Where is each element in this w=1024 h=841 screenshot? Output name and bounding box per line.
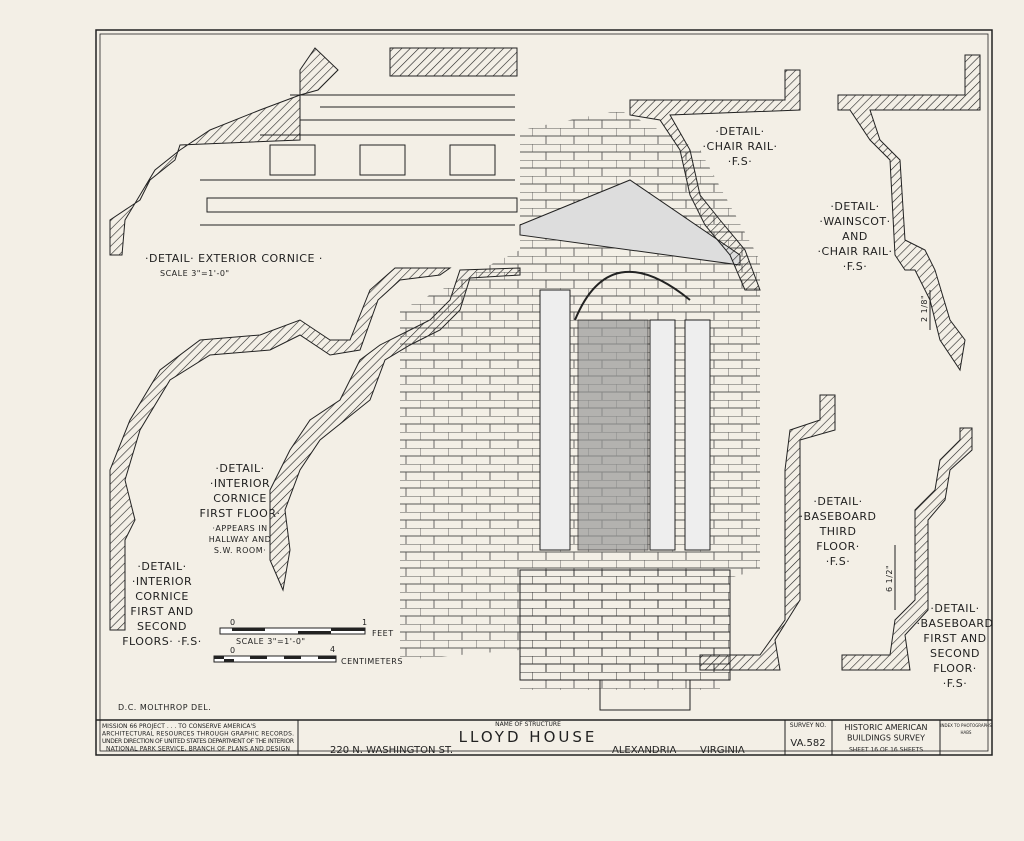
wainscot-dimension: 2 1/8" bbox=[920, 295, 929, 322]
svg-text:FIRST AND: FIRST AND bbox=[130, 605, 193, 618]
svg-text:·BASEBOARD: ·BASEBOARD bbox=[800, 510, 877, 523]
cm-label: CENTIMETERS bbox=[341, 657, 403, 666]
state: VIRGINIA bbox=[700, 745, 745, 756]
wainscot-label: ·DETAIL· ·WAINSCOT· AND ·CHAIR RAIL· ·F.… bbox=[818, 200, 893, 273]
delineator: D.C. MOLTHROP DEL. bbox=[118, 703, 211, 712]
survey-number: VA.582 bbox=[790, 738, 825, 749]
habs-line-2: BUILDINGS SURVEY bbox=[847, 734, 925, 743]
svg-text:·F.S·: ·F.S· bbox=[826, 555, 851, 568]
svg-text:UNDER DIRECTION OF UNITED STAT: UNDER DIRECTION OF UNITED STATES DEPARTM… bbox=[102, 738, 294, 745]
cm-end: 4 bbox=[330, 645, 336, 654]
svg-text:·DETAIL·: ·DETAIL· bbox=[830, 200, 879, 213]
interior-cornice-first-second-detail bbox=[109, 267, 452, 631]
svg-text:·F.S·: ·F.S· bbox=[843, 260, 868, 273]
wainscot-chair-rail-detail bbox=[837, 54, 981, 372]
feet-start: 0 bbox=[230, 618, 236, 627]
copy-note-2: HABS bbox=[961, 730, 972, 735]
svg-text:·DETAIL·: ·DETAIL· bbox=[137, 560, 186, 573]
svg-text:·CHAIR RAIL·: ·CHAIR RAIL· bbox=[818, 245, 893, 258]
survey-caption: SURVEY NO. bbox=[790, 722, 826, 729]
sheet-inner-border bbox=[99, 33, 989, 752]
chair-rail-label: ·DETAIL· ·CHAIR RAIL· ·F.S· bbox=[703, 125, 778, 168]
title-block: MISSION 66 PROJECT . . . TO CONSERVE AME… bbox=[96, 719, 992, 756]
chair-rail-detail bbox=[629, 69, 801, 291]
svg-text:·F.S·: ·F.S· bbox=[943, 677, 968, 690]
svg-text:·BASEBOARD: ·BASEBOARD bbox=[917, 617, 994, 630]
doorway-sketch bbox=[400, 110, 760, 711]
sheet-border bbox=[95, 29, 993, 756]
svg-text:FLOORS· ·F.S·: FLOORS· ·F.S· bbox=[122, 635, 202, 648]
street-address: 220 N. WASHINGTON ST. bbox=[330, 745, 453, 756]
svg-text:FLOOR·: FLOOR· bbox=[816, 540, 860, 553]
svg-text:·INTERIOR: ·INTERIOR bbox=[210, 477, 270, 490]
svg-text:FIRST FLOOR·: FIRST FLOOR· bbox=[200, 507, 281, 520]
svg-text:·APPEARS IN: ·APPEARS IN bbox=[212, 524, 267, 533]
interior-cornice-first-second-label: ·DETAIL· ·INTERIOR CORNICE FIRST AND SEC… bbox=[122, 560, 202, 648]
centimeter-scale-bar: 0 4 CENTIMETERS bbox=[213, 645, 403, 666]
svg-text:NATIONAL PARK SERVICE, BRANCH: NATIONAL PARK SERVICE, BRANCH OF PLANS A… bbox=[106, 746, 290, 753]
feet-end: 1 bbox=[362, 618, 368, 627]
copy-note-1: INDEX TO PHOTOGRAPHS bbox=[940, 723, 992, 728]
feet-label: FEET bbox=[372, 629, 394, 638]
svg-text:FLOOR·: FLOOR· bbox=[933, 662, 977, 675]
baseboard-first-second-label: ·DETAIL· ·BASEBOARD FIRST AND SECOND FLO… bbox=[917, 602, 994, 690]
svg-text:SECOND: SECOND bbox=[137, 620, 187, 633]
svg-text:·CHAIR RAIL·: ·CHAIR RAIL· bbox=[703, 140, 778, 153]
svg-text:·WAINSCOT·: ·WAINSCOT· bbox=[819, 215, 890, 228]
svg-text:·DETAIL·: ·DETAIL· bbox=[715, 125, 764, 138]
svg-text:HALLWAY AND: HALLWAY AND bbox=[209, 535, 272, 544]
habs-line-1: HISTORIC AMERICAN bbox=[844, 723, 927, 732]
structure-name: LLOYD HOUSE bbox=[459, 728, 598, 746]
baseboard-dimension: 6 1/2" bbox=[885, 565, 894, 592]
svg-text:·INTERIOR: ·INTERIOR bbox=[132, 575, 192, 588]
svg-text:·F.S·: ·F.S· bbox=[728, 155, 753, 168]
svg-text:SECOND: SECOND bbox=[930, 647, 980, 660]
svg-text:CORNICE: CORNICE bbox=[213, 492, 267, 505]
svg-text:FIRST AND: FIRST AND bbox=[923, 632, 986, 645]
exterior-cornice-title: ·DETAIL· EXTERIOR CORNICE · bbox=[145, 252, 323, 265]
baseboard-third-detail bbox=[699, 394, 836, 671]
feet-scale: SCALE 3"=1'-0" bbox=[236, 637, 306, 646]
svg-text:CORNICE: CORNICE bbox=[135, 590, 189, 603]
svg-text:ARCHITECTURAL RESOURCES THROUG: ARCHITECTURAL RESOURCES THROUGH GRAPHIC … bbox=[102, 731, 294, 738]
baseboard-third-label: ·DETAIL· ·BASEBOARD THIRD FLOOR· ·F.S· bbox=[800, 495, 877, 568]
svg-text:·DETAIL·: ·DETAIL· bbox=[215, 462, 264, 475]
interior-cornice-first-label: ·DETAIL· ·INTERIOR CORNICE FIRST FLOOR· … bbox=[200, 462, 281, 555]
mission-statement: MISSION 66 PROJECT . . . TO CONSERVE AME… bbox=[102, 723, 294, 753]
feet-scale-bar: 0 1 SCALE 3"=1'-0" FEET bbox=[219, 618, 394, 646]
baseboard-first-second-detail bbox=[841, 427, 973, 671]
exterior-cornice-scale: SCALE 3"=1'-0" bbox=[160, 269, 230, 278]
svg-text:·DETAIL·: ·DETAIL· bbox=[930, 602, 979, 615]
name-caption: NAME OF STRUCTURE bbox=[495, 721, 561, 728]
exterior-cornice-detail bbox=[109, 47, 518, 256]
sheet-number: SHEET 16 OF 16 SHEETS bbox=[849, 747, 923, 754]
svg-text:S.W. ROOM·: S.W. ROOM· bbox=[214, 546, 266, 555]
svg-text:THIRD: THIRD bbox=[819, 525, 857, 538]
svg-text:MISSION 66 PROJECT . . . TO CO: MISSION 66 PROJECT . . . TO CONSERVE AME… bbox=[102, 723, 256, 730]
svg-text:AND: AND bbox=[842, 230, 868, 243]
svg-text:·DETAIL·: ·DETAIL· bbox=[813, 495, 862, 508]
cm-start: 0 bbox=[230, 646, 236, 655]
city: ALEXANDRIA bbox=[612, 745, 677, 756]
